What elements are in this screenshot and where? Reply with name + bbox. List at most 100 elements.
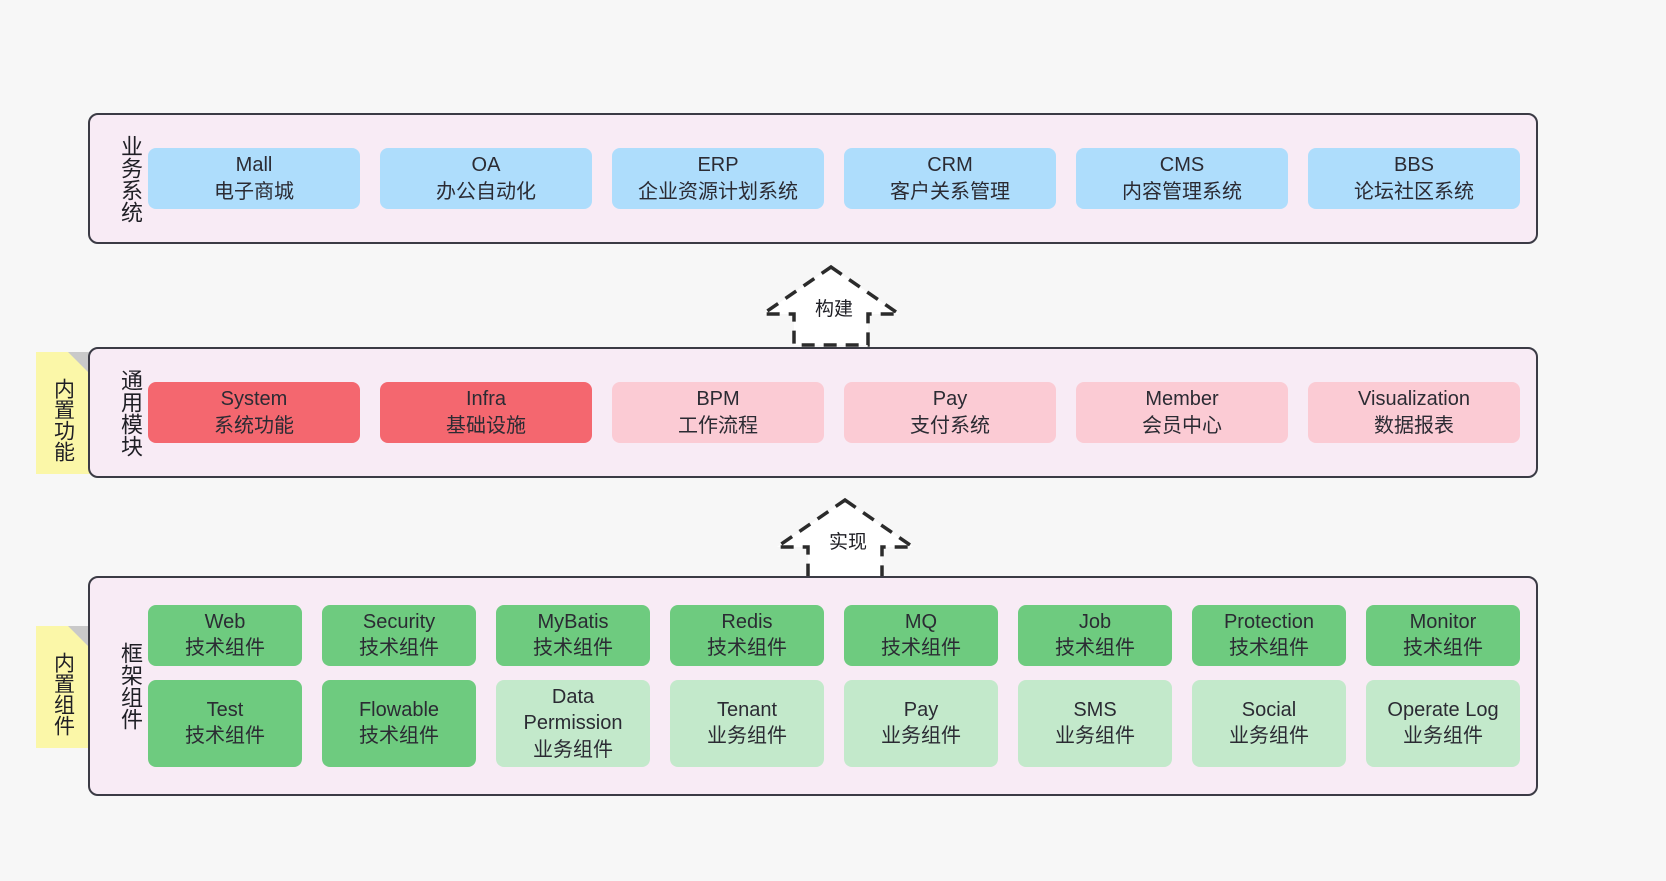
note-builtin-component: 内置组件 bbox=[36, 626, 90, 748]
node-operate-log[interactable]: Operate Log 业务组件 bbox=[1366, 679, 1520, 767]
node-monitor-desc: 技术组件 bbox=[1403, 637, 1483, 660]
note-builtin-feature: 内置功能 bbox=[36, 352, 90, 474]
node-member[interactable]: Member 会员中心 bbox=[1076, 382, 1288, 443]
node-mybatis-name: MyBatis bbox=[537, 611, 609, 634]
node-security[interactable]: Security 技术组件 bbox=[322, 605, 476, 666]
node-web[interactable]: Web 技术组件 bbox=[148, 605, 302, 666]
node-oa[interactable]: OA 办公自动化 bbox=[380, 148, 592, 209]
node-operate-log-desc: 业务组件 bbox=[1403, 725, 1483, 748]
node-web-name: Web bbox=[204, 611, 246, 634]
node-sms-desc: 业务组件 bbox=[1055, 725, 1135, 748]
node-sms-name: SMS bbox=[1073, 698, 1117, 721]
node-bpm[interactable]: BPM 工作流程 bbox=[612, 382, 824, 443]
node-mybatis[interactable]: MyBatis 技术组件 bbox=[496, 605, 650, 666]
node-bbs[interactable]: BBS 论坛社区系统 bbox=[1308, 148, 1520, 209]
layer-title-common-module: 通用模块 bbox=[118, 368, 143, 457]
node-protection[interactable]: Protection 技术组件 bbox=[1192, 605, 1346, 666]
node-job[interactable]: Job 技术组件 bbox=[1018, 605, 1172, 666]
node-bbs-name: BBS bbox=[1393, 154, 1435, 177]
node-system-name: System bbox=[220, 388, 288, 411]
node-mq[interactable]: MQ 技术组件 bbox=[844, 605, 998, 666]
node-flowable-name: Flowable bbox=[358, 698, 440, 721]
node-pay-module-name: Pay bbox=[932, 388, 968, 411]
node-pay-component-desc: 业务组件 bbox=[881, 725, 961, 748]
node-mq-name: MQ bbox=[904, 611, 938, 634]
node-mybatis-desc: 技术组件 bbox=[533, 637, 613, 660]
node-redis-desc: 技术组件 bbox=[707, 637, 787, 660]
node-social-name: Social bbox=[1241, 698, 1297, 721]
node-data-permission-name: Data Permission bbox=[523, 685, 623, 735]
node-crm[interactable]: CRM 客户关系管理 bbox=[844, 148, 1056, 209]
node-security-desc: 技术组件 bbox=[359, 637, 439, 660]
node-oa-desc: 办公自动化 bbox=[436, 180, 536, 203]
node-test-desc: 技术组件 bbox=[185, 725, 265, 748]
node-member-desc: 会员中心 bbox=[1142, 414, 1222, 437]
node-job-name: Job bbox=[1078, 611, 1112, 634]
node-test[interactable]: Test 技术组件 bbox=[148, 679, 302, 767]
node-pay-component[interactable]: Pay 业务组件 bbox=[844, 679, 998, 767]
node-infra-name: Infra bbox=[465, 388, 507, 411]
node-system[interactable]: System 系统功能 bbox=[148, 382, 360, 443]
node-visualization[interactable]: Visualization 数据报表 bbox=[1308, 382, 1520, 443]
connector-implement: 实现 bbox=[770, 495, 920, 580]
node-sms[interactable]: SMS 业务组件 bbox=[1018, 679, 1172, 767]
node-mq-desc: 技术组件 bbox=[881, 637, 961, 660]
node-protection-name: Protection bbox=[1223, 611, 1315, 634]
node-flowable-desc: 技术组件 bbox=[359, 725, 439, 748]
note-builtin-component-label: 内置组件 bbox=[51, 652, 75, 736]
node-crm-name: CRM bbox=[927, 154, 973, 177]
layer-title-framework-component: 框架组件 bbox=[118, 642, 143, 730]
node-bpm-desc: 工作流程 bbox=[678, 414, 758, 437]
node-visualization-name: Visualization bbox=[1358, 388, 1470, 411]
node-erp[interactable]: ERP 企业资源计划系统 bbox=[612, 148, 824, 209]
node-system-desc: 系统功能 bbox=[214, 414, 294, 437]
node-cms-name: CMS bbox=[1159, 154, 1205, 177]
node-test-name: Test bbox=[206, 698, 244, 721]
framework-component-node-grid: Web 技术组件 Security 技术组件 MyBatis 技术组件 Redi… bbox=[142, 605, 1536, 767]
node-erp-desc: 企业资源计划系统 bbox=[638, 180, 798, 203]
node-crm-desc: 客户关系管理 bbox=[890, 180, 1010, 203]
framework-row-technical: Web 技术组件 Security 技术组件 MyBatis 技术组件 Redi… bbox=[148, 605, 1520, 666]
node-flowable[interactable]: Flowable 技术组件 bbox=[322, 679, 476, 767]
node-monitor[interactable]: Monitor 技术组件 bbox=[1366, 605, 1520, 666]
node-operate-log-name: Operate Log bbox=[1387, 698, 1499, 721]
node-pay-component-name: Pay bbox=[903, 698, 939, 721]
connector-build: 构建 bbox=[756, 262, 906, 347]
node-pay-module-desc: 支付系统 bbox=[910, 414, 990, 437]
layer-framework-component: 框架组件 Web 技术组件 Security 技术组件 MyBatis 技术组件… bbox=[88, 576, 1538, 796]
node-infra[interactable]: Infra 基础设施 bbox=[380, 382, 592, 443]
node-security-name: Security bbox=[362, 611, 436, 634]
node-job-desc: 技术组件 bbox=[1055, 637, 1135, 660]
node-social-desc: 业务组件 bbox=[1229, 725, 1309, 748]
node-data-permission-desc: 业务组件 bbox=[533, 738, 613, 761]
layer-business-system: 业务系统 Mall 电子商城 OA 办公自动化 ERP 企业资源计划系统 CRM… bbox=[88, 113, 1538, 244]
connector-build-arrow-icon bbox=[757, 264, 905, 347]
node-mall-desc: 电子商城 bbox=[214, 180, 294, 203]
note-builtin-feature-label: 内置功能 bbox=[51, 378, 75, 462]
node-tenant-name: Tenant bbox=[716, 698, 778, 721]
node-protection-desc: 技术组件 bbox=[1229, 637, 1309, 660]
note-fold-corner-icon-2 bbox=[68, 626, 90, 648]
connector-build-label: 构建 bbox=[814, 299, 854, 320]
node-data-permission[interactable]: Data Permission 业务组件 bbox=[496, 679, 650, 767]
layer-title-business-system: 业务系统 bbox=[118, 134, 143, 223]
node-infra-desc: 基础设施 bbox=[446, 414, 526, 437]
node-cms-desc: 内容管理系统 bbox=[1122, 180, 1242, 203]
node-redis-name: Redis bbox=[721, 611, 773, 634]
node-tenant-desc: 业务组件 bbox=[707, 725, 787, 748]
node-monitor-name: Monitor bbox=[1409, 611, 1477, 634]
node-oa-name: OA bbox=[471, 154, 501, 177]
node-cms[interactable]: CMS 内容管理系统 bbox=[1076, 148, 1288, 209]
node-mall[interactable]: Mall 电子商城 bbox=[148, 148, 360, 209]
node-mall-name: Mall bbox=[235, 154, 273, 177]
node-pay-module[interactable]: Pay 支付系统 bbox=[844, 382, 1056, 443]
node-bpm-name: BPM bbox=[696, 388, 740, 411]
layer-common-module: 通用模块 System 系统功能 Infra 基础设施 BPM 工作流程 Pay… bbox=[88, 347, 1538, 478]
framework-row-business: Test 技术组件 Flowable 技术组件 Data Permission … bbox=[148, 679, 1520, 767]
business-system-node-list: Mall 电子商城 OA 办公自动化 ERP 企业资源计划系统 CRM 客户关系… bbox=[142, 148, 1536, 209]
node-social[interactable]: Social 业务组件 bbox=[1192, 679, 1346, 767]
node-tenant[interactable]: Tenant 业务组件 bbox=[670, 679, 824, 767]
node-visualization-desc: 数据报表 bbox=[1374, 414, 1454, 437]
node-redis[interactable]: Redis 技术组件 bbox=[670, 605, 824, 666]
